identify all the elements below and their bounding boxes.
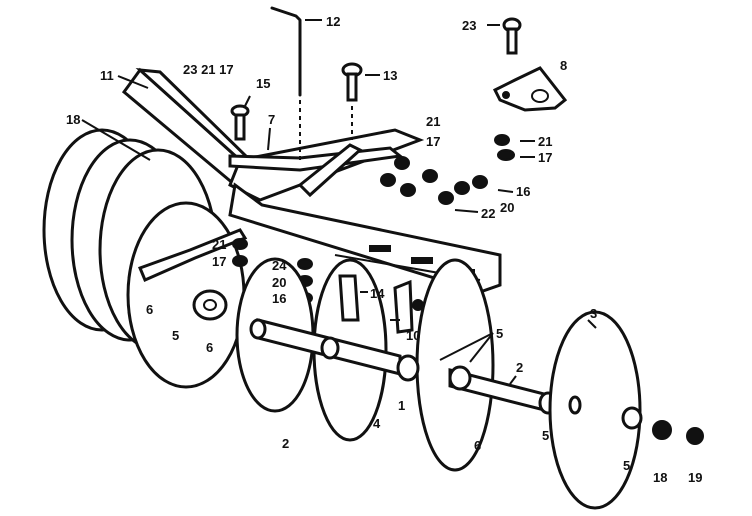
callout-3: 3: [590, 306, 597, 321]
disc-blade: [126, 201, 246, 389]
callout-2a: 2: [516, 360, 523, 375]
nut-21: [494, 134, 510, 146]
callout-21a: 21: [538, 134, 552, 149]
nut-19: [686, 427, 704, 445]
callout-4: 4: [373, 416, 381, 431]
callout-10b: 10: [406, 328, 420, 343]
callout-1: 1: [398, 398, 405, 413]
callout-6a: 6: [146, 302, 153, 317]
callout-5d: 5: [623, 458, 630, 473]
callout-5c: 5: [542, 428, 549, 443]
callout-20b: 20: [272, 275, 286, 290]
callout-16b: 16: [272, 291, 286, 306]
callout-stack: 23 21 17: [183, 62, 234, 77]
callout-17c: 17: [212, 254, 226, 269]
washer-17: [497, 149, 515, 161]
callout-13: 13: [383, 68, 397, 83]
callout-20a: 20: [500, 200, 514, 215]
callout-6b: 6: [206, 340, 213, 355]
callout-14: 14: [370, 286, 385, 301]
bracket-8: [492, 17, 568, 112]
callout-5a: 5: [172, 328, 179, 343]
callout-22: 22: [481, 206, 495, 221]
callout-5b: 5: [496, 326, 503, 341]
callout-12: 12: [326, 14, 340, 29]
callout-17b: 17: [426, 134, 440, 149]
callout-6c: 6: [474, 438, 481, 453]
bearing-spool: [192, 289, 228, 321]
spacer-5: [621, 406, 643, 430]
callout-15: 15: [256, 76, 270, 91]
callout-8: 8: [560, 58, 567, 73]
callout-18: 18: [653, 470, 667, 485]
lift-rod: [270, 6, 302, 97]
callout-16a: 16: [516, 184, 530, 199]
bolt-13: [341, 62, 363, 102]
callout-17a: 17: [538, 150, 552, 165]
gang-bracket: [138, 228, 248, 282]
bolt-15: [230, 104, 250, 141]
callout-21b: 21: [426, 114, 440, 129]
hardware-cluster: [380, 156, 488, 205]
callout-21c: 21: [212, 237, 226, 252]
callout-24: 24: [272, 258, 287, 273]
callout-23: 23: [462, 18, 476, 33]
nut-18: [652, 420, 672, 440]
callout-11: 11: [100, 68, 114, 83]
callout-10: 18: [66, 112, 80, 127]
clamp-14: [338, 274, 360, 322]
callout-19: 19: [688, 470, 702, 485]
end-disc-3: [548, 310, 642, 510]
callout-2b: 2: [282, 436, 289, 451]
callout-7: 7: [268, 112, 275, 127]
